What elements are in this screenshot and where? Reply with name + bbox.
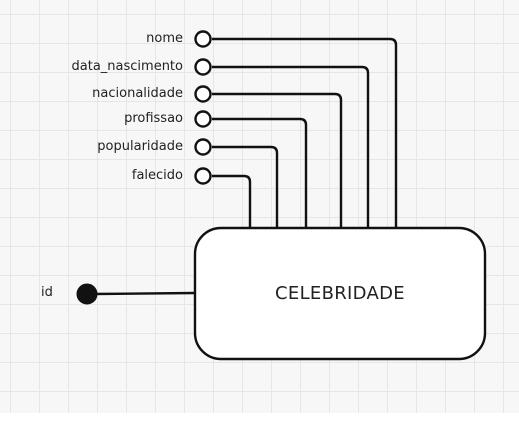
attribute-label-profissao: profissao: [124, 111, 183, 126]
attribute-marker-popularidade[interactable]: [194, 138, 212, 156]
connector-falecido: [212, 174, 252, 228]
attribute-label-popularidade: popularidade: [97, 139, 183, 154]
canvas-bottom-margin: [0, 413, 519, 421]
connector-popularidade: [212, 145, 279, 228]
attribute-marker-nacionalidade[interactable]: [194, 85, 212, 103]
attribute-marker-falecido[interactable]: [194, 167, 212, 185]
entity-box[interactable]: [193, 226, 487, 361]
connector-nome: [212, 37, 398, 228]
key-attribute-label-id: id: [41, 285, 53, 300]
key-attribute-marker-id[interactable]: [76, 283, 98, 305]
attribute-marker-nome[interactable]: [194, 30, 212, 48]
attribute-label-nome: nome: [146, 31, 183, 46]
connector-nacionalidade: [212, 92, 343, 228]
attribute-marker-data-nascimento[interactable]: [194, 58, 212, 76]
attribute-label-nacionalidade: nacionalidade: [92, 86, 183, 101]
attribute-label-falecido: falecido: [131, 168, 183, 183]
connector-data-nascimento: [212, 65, 370, 228]
entity-name: CELEBRIDADE: [275, 283, 405, 304]
attribute-marker-profissao[interactable]: [194, 110, 212, 128]
connector-profissao: [212, 117, 308, 228]
connector-id: [93, 291, 196, 296]
attribute-label-data-nascimento: data_nascimento: [71, 59, 183, 74]
